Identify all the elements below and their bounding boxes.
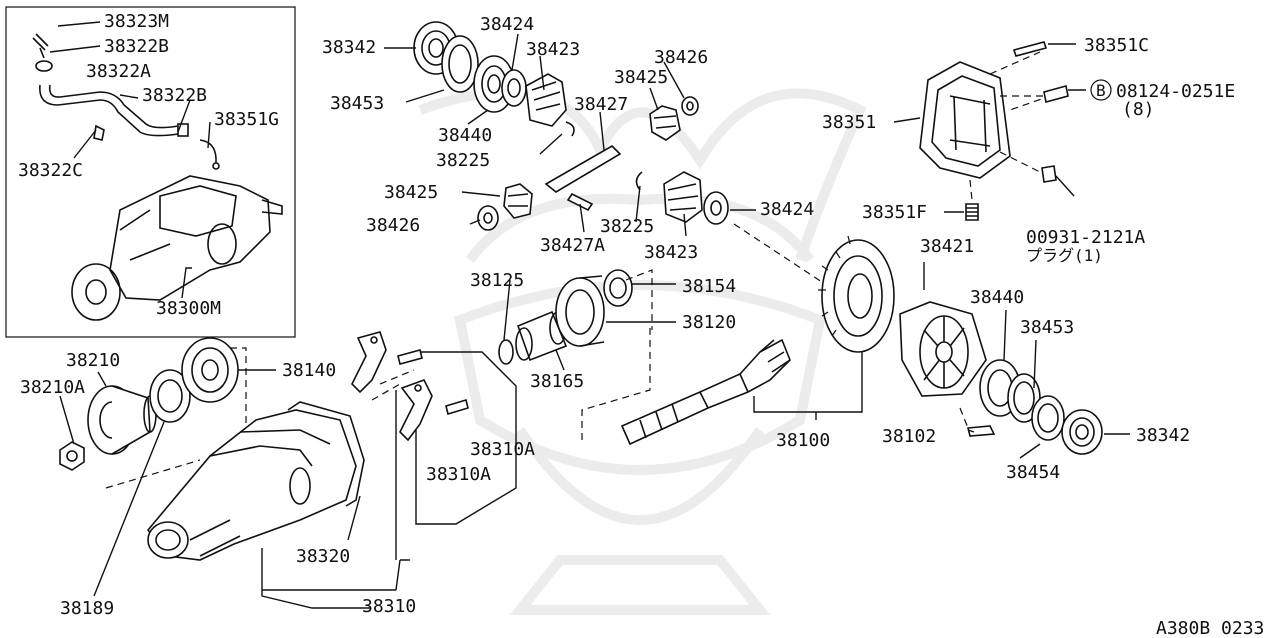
label-38322A: 38322A bbox=[86, 61, 151, 82]
label-38225-left: 38225 bbox=[436, 150, 490, 171]
snap-ring-38125[interactable] bbox=[498, 339, 514, 365]
shim-38453-top[interactable] bbox=[441, 35, 479, 93]
label-38424-top: 38424 bbox=[480, 14, 534, 35]
drive-pinion-38100[interactable] bbox=[620, 338, 791, 446]
nut-38210A[interactable] bbox=[59, 441, 85, 471]
companion-flange-38210[interactable] bbox=[87, 385, 157, 455]
mounting-bracket-38310A-lower[interactable] bbox=[399, 379, 433, 442]
washer-38426-top[interactable] bbox=[681, 96, 699, 116]
drain-plug-38351F[interactable] bbox=[965, 203, 979, 221]
label-38425-mid: 38425 bbox=[384, 182, 438, 203]
gear-carrier-38310[interactable] bbox=[146, 409, 357, 561]
label-38423-top: 38423 bbox=[526, 39, 580, 60]
spacer-38165[interactable] bbox=[515, 310, 568, 362]
label-38440-right: 38440 bbox=[970, 287, 1024, 308]
label-38125: 38125 bbox=[470, 270, 524, 291]
bolt-08124[interactable] bbox=[1043, 85, 1069, 103]
washer-38426-mid[interactable] bbox=[477, 205, 499, 231]
snap-ring-38225-left[interactable] bbox=[565, 121, 575, 137]
label-08124: 08124-0251E bbox=[1116, 81, 1235, 102]
label-38453-top: 38453 bbox=[330, 93, 384, 114]
label-38425-top: 38425 bbox=[614, 67, 668, 88]
label-38320: 38320 bbox=[296, 546, 350, 567]
inset-final-drive-assembly[interactable] bbox=[71, 175, 283, 321]
label-38120: 38120 bbox=[682, 312, 736, 333]
label-38351F: 38351F bbox=[862, 202, 927, 223]
label-38310: 38310 bbox=[362, 596, 416, 617]
label-38323M: 38323M bbox=[104, 11, 169, 32]
leader-lines bbox=[49, 21, 1130, 609]
label-38189: 38189 bbox=[60, 598, 114, 619]
pinion-shaft-38427[interactable] bbox=[544, 145, 622, 193]
bolt-upper-bracket[interactable] bbox=[397, 349, 423, 365]
label-38454: 38454 bbox=[1006, 462, 1060, 483]
label-38453-right: 38453 bbox=[1020, 317, 1074, 338]
label-38154: 38154 bbox=[682, 276, 736, 297]
label-38140: 38140 bbox=[282, 360, 336, 381]
washer-38424-top[interactable] bbox=[501, 69, 527, 107]
bearing-38120[interactable] bbox=[555, 275, 605, 347]
stud-38351C[interactable] bbox=[1012, 41, 1048, 57]
label-38322C: 38322C bbox=[18, 160, 83, 181]
bearing-38140[interactable] bbox=[181, 337, 239, 403]
pinion-gear-38425-mid[interactable] bbox=[503, 183, 533, 219]
shim-38454[interactable] bbox=[1031, 395, 1065, 441]
side-gear-38423-mid[interactable] bbox=[663, 171, 703, 223]
label-38225-right: 38225 bbox=[600, 216, 654, 237]
label-38100: 38100 bbox=[776, 430, 830, 451]
label-38342-right: 38342 bbox=[1136, 425, 1190, 446]
label-00931-note: プラグ(1) bbox=[1026, 246, 1103, 265]
bolt-marker-letter: B bbox=[1096, 81, 1106, 100]
label-38426-mid: 38426 bbox=[366, 215, 420, 236]
washer-38424-mid[interactable] bbox=[703, 191, 729, 225]
ring-gear-38421[interactable] bbox=[818, 235, 895, 353]
bolt-marker-circle bbox=[1090, 79, 1112, 101]
oil-seal-38189[interactable] bbox=[149, 369, 191, 423]
label-00931: 00931-2121A bbox=[1026, 227, 1145, 248]
side-gear-38423-top[interactable] bbox=[525, 73, 567, 127]
differential-case[interactable] bbox=[899, 301, 987, 397]
bolt-lower-bracket[interactable] bbox=[445, 398, 469, 416]
mounting-bracket-38310A-upper[interactable] bbox=[351, 331, 387, 394]
label-08124-qty: (8) bbox=[1122, 99, 1155, 120]
part-labels: 38323M 38322B 38322A 38322B 38351G 38322… bbox=[18, 11, 1264, 638]
label-38440-top: 38440 bbox=[438, 125, 492, 146]
label-38423-mid: 38423 bbox=[644, 242, 698, 263]
inset-frame bbox=[5, 6, 296, 338]
label-38210A: 38210A bbox=[20, 377, 85, 398]
label-38351C: 38351C bbox=[1084, 35, 1149, 56]
bearing-race-38154[interactable] bbox=[603, 269, 633, 307]
rear-cover-38351[interactable] bbox=[919, 61, 1011, 179]
label-38310A-2: 38310A bbox=[426, 464, 491, 485]
label-38421: 38421 bbox=[920, 236, 974, 257]
label-38426-top: 38426 bbox=[654, 47, 708, 68]
label-38427A: 38427A bbox=[540, 235, 605, 256]
diagram-code: A380B 0233 bbox=[1156, 618, 1264, 638]
lock-pin-38427A[interactable] bbox=[566, 192, 594, 212]
gasket-38320[interactable] bbox=[287, 401, 365, 507]
label-38210: 38210 bbox=[66, 350, 120, 371]
label-38322B-mid: 38322B bbox=[142, 85, 207, 106]
label-38427: 38427 bbox=[574, 94, 628, 115]
snap-ring-38225-right[interactable] bbox=[635, 171, 643, 191]
label-38424-mid: 38424 bbox=[760, 199, 814, 220]
label-38351G: 38351G bbox=[214, 109, 279, 130]
label-38310A-1: 38310A bbox=[470, 439, 535, 460]
label-38300M: 38300M bbox=[156, 298, 221, 319]
breather-hose-part[interactable] bbox=[32, 33, 220, 170]
label-38351: 38351 bbox=[822, 112, 876, 133]
label-38165: 38165 bbox=[530, 371, 584, 392]
label-38102: 38102 bbox=[882, 426, 936, 447]
label-38322B-top: 38322B bbox=[104, 36, 169, 57]
label-38342-top: 38342 bbox=[322, 37, 376, 58]
bearing-38342-right[interactable] bbox=[1061, 409, 1103, 455]
pinion-gear-38425-top[interactable] bbox=[649, 105, 681, 141]
bolt-38102[interactable] bbox=[966, 425, 996, 437]
plug-00931[interactable] bbox=[1041, 165, 1057, 183]
